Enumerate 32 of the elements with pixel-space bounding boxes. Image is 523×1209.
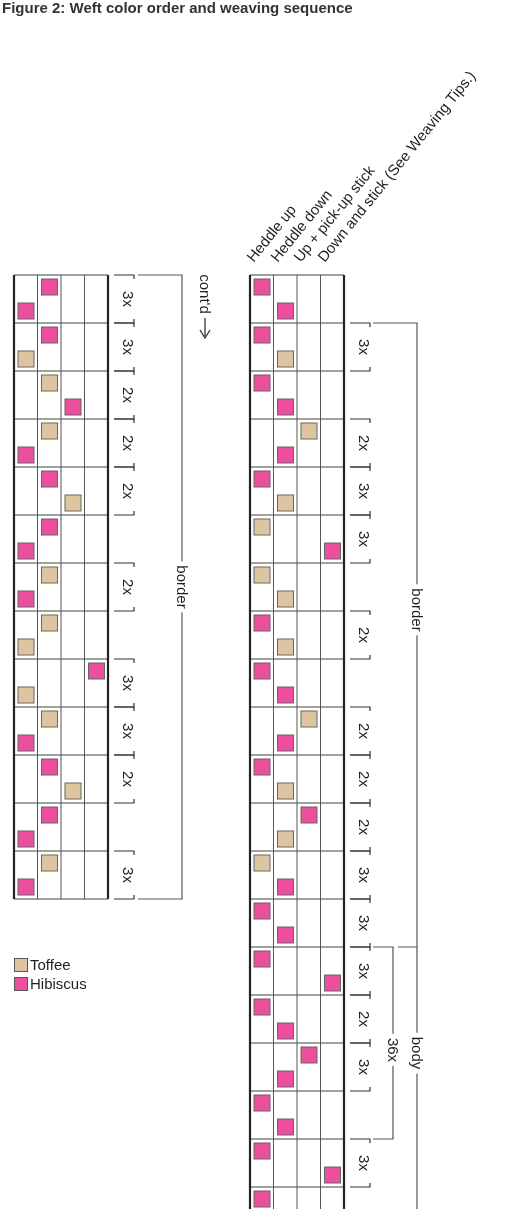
repeat-count: 2x (120, 483, 136, 499)
repeat-count: 3x (120, 675, 136, 691)
repeat-count: 3x (356, 531, 372, 547)
repeat-count: 3x (356, 867, 372, 883)
repeat-count: 3x (356, 1155, 372, 1171)
section-label: body (409, 1032, 425, 1074)
repeat-count: 2x (356, 435, 372, 451)
repeat-count: 2x (356, 1011, 372, 1027)
repeat-count: 2x (120, 771, 136, 787)
repeat-count: 3x (120, 339, 136, 355)
repeat-count: 3x (356, 963, 372, 979)
repeat-count: 3x (120, 723, 136, 739)
repeat-count: 3x (120, 291, 136, 307)
section-label: border (409, 584, 425, 636)
repeat-count: 2x (356, 627, 372, 643)
repeat-count: 2x (120, 387, 136, 403)
repeat-count: 2x (120, 435, 136, 451)
repeat-count: 2x (356, 771, 372, 787)
section-label: border (174, 561, 190, 613)
repeat-count: 3x (356, 339, 372, 355)
repeat-count: 3x (356, 483, 372, 499)
repeat-count: 2x (356, 723, 372, 739)
repeat-count: 2x (120, 579, 136, 595)
repeat-count: 3x (356, 915, 372, 931)
continued-note: cont'd (197, 274, 213, 314)
repeat-count: 3x (120, 867, 136, 883)
figure-title: Figure 2: Weft color order and weaving sequence (2, 0, 353, 15)
repeat-count: 2x (356, 819, 372, 835)
repeat-count: 3x (356, 1059, 372, 1075)
section-label: 36x (385, 1033, 401, 1067)
legend-label: Toffee (30, 956, 71, 973)
legend-label: Hibiscus (30, 975, 87, 992)
